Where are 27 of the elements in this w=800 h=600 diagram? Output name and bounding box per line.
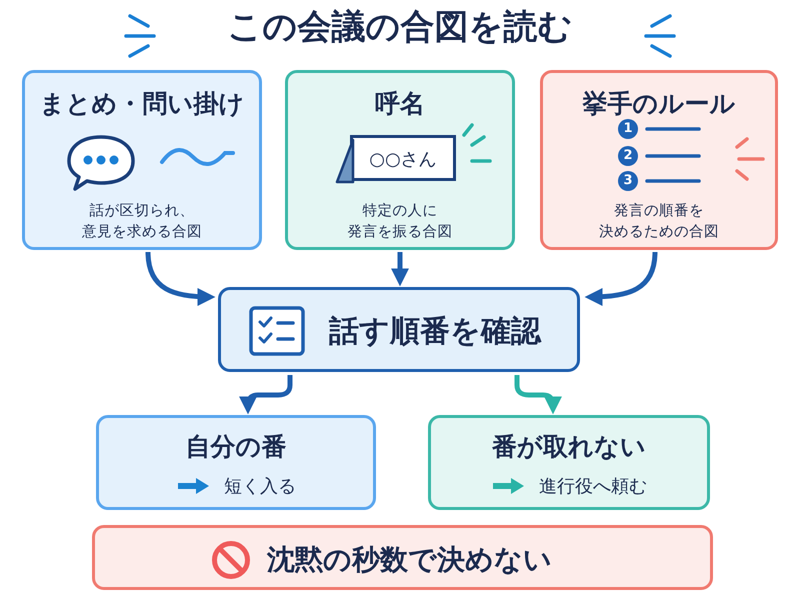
arrow xyxy=(584,252,658,306)
result-box xyxy=(96,415,376,510)
action-text: 進行役へ頼む xyxy=(539,475,647,498)
card-heading: 挙手のルール xyxy=(582,88,736,120)
result-box xyxy=(428,415,710,510)
result-heading: 自分の番 xyxy=(184,431,288,463)
process-label: 話す順番を確認 xyxy=(329,313,541,351)
card-heading: まとめ・問い掛け xyxy=(38,88,246,120)
info-card xyxy=(285,70,515,250)
info-card xyxy=(22,70,262,250)
card-heading: 呼名 xyxy=(374,88,426,120)
process-box xyxy=(218,287,580,372)
description: 特定の人に発言を振る合図 xyxy=(346,202,454,242)
description: 話が区切られ、意見を求める合図 xyxy=(81,202,203,242)
banner-label: 沈黙の秒数で決めない xyxy=(267,542,552,578)
description: 発言の順番を決めるための合図 xyxy=(598,202,720,242)
name-text: ○○さん xyxy=(368,148,438,171)
arrow xyxy=(146,252,216,306)
number-badge: 1 xyxy=(618,119,638,139)
action-text: 短く入る xyxy=(224,475,296,498)
warning-banner xyxy=(92,525,713,590)
title: この会議の合図を読む xyxy=(226,6,574,49)
info-card xyxy=(540,70,778,250)
number-badge: 2 xyxy=(618,146,638,166)
result-heading: 番が取れない xyxy=(491,431,647,463)
arrow xyxy=(391,252,409,286)
number-badge: 3 xyxy=(618,171,638,191)
